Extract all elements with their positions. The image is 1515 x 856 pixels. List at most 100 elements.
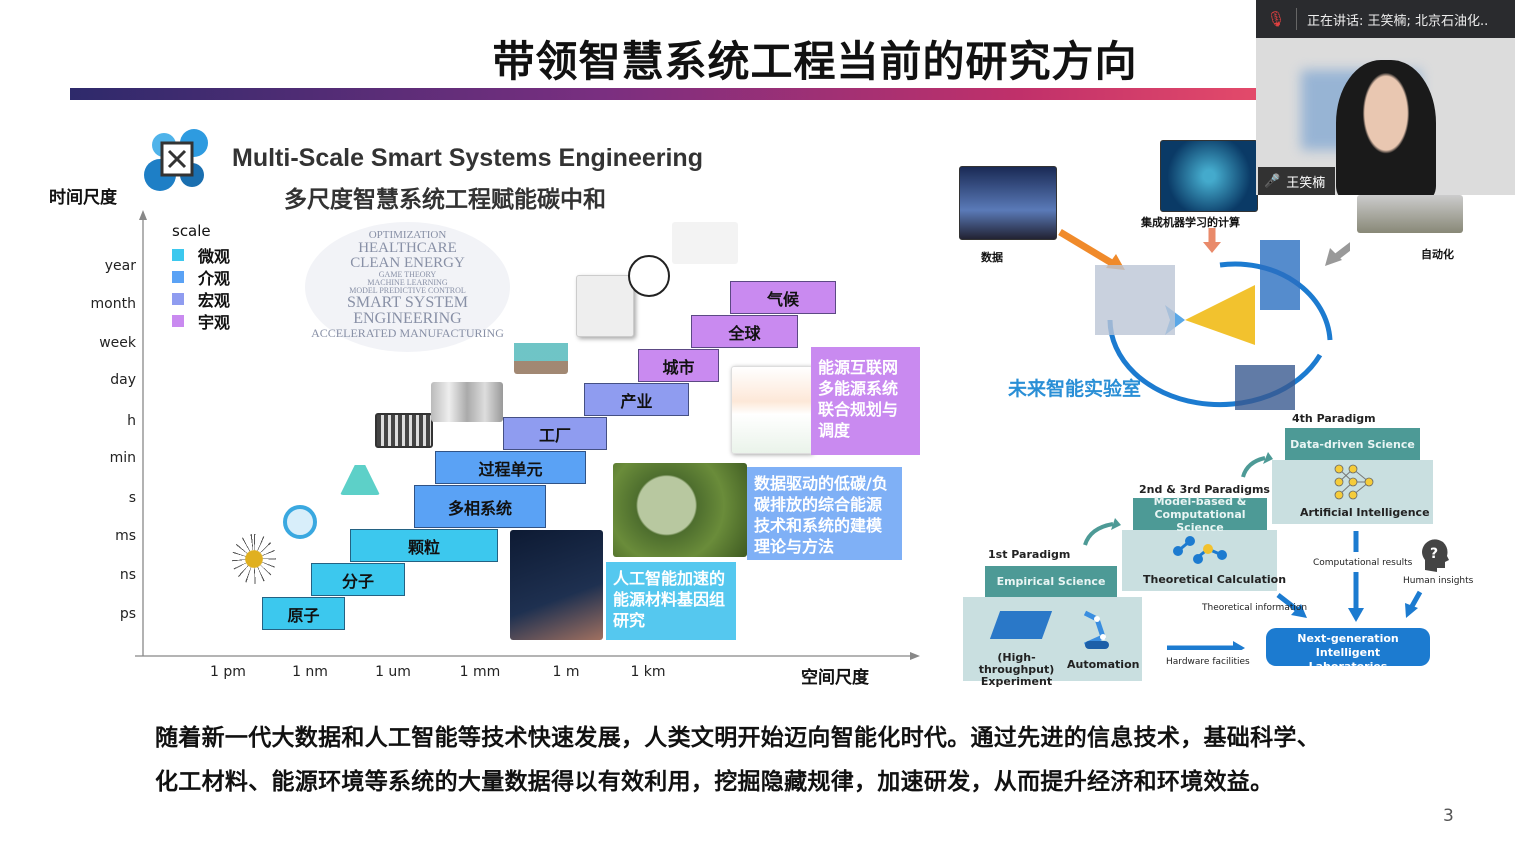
video-panel[interactable]: 🎙 正在讲话: 王笑楠; 北京石油化.. 🎤 王笑楠	[1256, 0, 1515, 195]
legend-item: 宏观	[172, 288, 230, 310]
space-axis-label: 空间尺度	[801, 668, 869, 688]
word: MACHINE LEARNING	[367, 278, 448, 287]
scale-step: 工厂	[503, 417, 607, 450]
theoretical-information-label: Theoretical information	[1202, 603, 1308, 613]
reactor-icon	[375, 413, 433, 448]
paradigm-4-label: 4th Paradigm	[1292, 412, 1376, 425]
time-tick: min	[109, 450, 136, 466]
experiment-label: (High-throughput) Experiment	[978, 651, 1055, 688]
energy-internet-box: 能源互联网多能源系统联合规划与调度	[811, 347, 920, 455]
paradigm-arrows	[1083, 452, 1423, 650]
time-tick: ns	[119, 567, 136, 583]
word: MODEL PREDICTIVE CONTROL	[349, 286, 466, 295]
word: ACCELERATED MANUFACTURING	[311, 326, 504, 340]
participant-video	[1336, 60, 1436, 195]
globe-icon	[628, 255, 670, 297]
divider	[1296, 8, 1297, 30]
multiscale-title: Multi-Scale Smart Systems Engineering	[232, 144, 703, 172]
space-tick: 1 um	[375, 664, 411, 680]
legend-swatch	[172, 271, 184, 283]
space-tick: 1 nm	[292, 664, 328, 680]
paradigm-1-label: 1st Paradigm	[988, 548, 1071, 561]
ml-network-image	[1160, 140, 1258, 212]
nanoparticle-icon	[232, 534, 276, 584]
ai-materials-image	[510, 530, 603, 640]
paradigm-23-label: 2nd & 3rd Paradigms	[1139, 483, 1270, 496]
mic-icon: 🎤	[1264, 173, 1281, 189]
legend-label: 介观	[198, 269, 231, 288]
legend-label: 宇观	[198, 313, 231, 332]
legend-item: 宇观	[172, 310, 230, 332]
robot-arm-icon	[1083, 610, 1109, 649]
datacenter-image	[959, 166, 1057, 240]
summary-line-2: 化工材料、能源环境等系统的大量数据得以有效利用，挖掘隐藏规律，加速研发，从而提升…	[155, 769, 1274, 795]
axes	[135, 210, 920, 660]
molecule-icon	[1173, 536, 1227, 564]
speaker-bar: 🎙 正在讲话: 王笑楠; 北京石油化..	[1256, 0, 1515, 38]
plate-icon	[989, 611, 1053, 639]
svg-text:?: ?	[1430, 546, 1438, 562]
word: HEALTHCARE	[358, 240, 457, 256]
maze-image	[613, 463, 747, 557]
automation-label: 自动化	[1421, 248, 1454, 261]
climate-map-image	[672, 222, 738, 264]
time-tick: ms	[115, 528, 136, 544]
time-axis-label: 时间尺度	[49, 188, 117, 208]
participant-tag: 🎤 王笑楠	[1258, 167, 1336, 195]
lab-diagram	[1058, 228, 1350, 410]
molecule-magnifier-icon	[283, 505, 317, 539]
legend-label: 微观	[198, 247, 231, 266]
scale-step: 过程单元	[435, 451, 586, 484]
theoretical-calculation-label: Theoretical Calculation	[1143, 573, 1287, 586]
title-underline	[70, 88, 1256, 100]
time-tick: day	[110, 372, 136, 388]
scale-step: 颗粒	[350, 529, 498, 562]
space-tick: 1 mm	[459, 664, 501, 680]
human-insights-label: Human insights	[1403, 576, 1474, 586]
page-number: 3	[1443, 806, 1454, 826]
time-tick: s	[128, 490, 136, 506]
time-tick: ps	[119, 606, 136, 622]
head-question-icon: ?	[1422, 539, 1449, 572]
data-label: 数据	[981, 251, 1003, 264]
legend: scale 微观介观宏观宇观	[172, 222, 230, 332]
scale-step: 全球	[691, 315, 798, 348]
legend-title: scale	[172, 222, 211, 240]
word-cloud: OPTIMIZATION HEALTHCARE CLEAN ENERGY GAM…	[305, 222, 510, 352]
legend-item: 微观	[172, 244, 230, 266]
ai-materials-box: 人工智能加速的能源材料基因组研究	[606, 562, 736, 640]
speaking-label: 正在讲话: 王笑楠; 北京石油化..	[1307, 13, 1489, 29]
time-tick: h	[127, 413, 136, 429]
neural-network-icon	[1334, 464, 1374, 500]
time-tick: week	[99, 335, 136, 351]
space-tick: 1 m	[552, 664, 580, 680]
word: SMART SYSTEM ENGINEERING	[347, 294, 468, 327]
mic-muted-icon[interactable]: 🎙	[1266, 10, 1286, 28]
data-driven-box: Data-driven Science	[1285, 428, 1420, 460]
time-tick: month	[90, 296, 136, 312]
factory-city-icon	[514, 330, 568, 374]
scale-step: 气候	[730, 281, 836, 314]
energy-layers-image	[731, 366, 813, 454]
legend-swatch	[172, 315, 184, 327]
legend-swatch	[172, 249, 184, 261]
slide-title: 带领智慧系统工程当前的研究方向	[492, 37, 1138, 86]
word: GAME THEORY	[378, 270, 437, 279]
word: CLEAN ENERGY	[350, 255, 465, 271]
empirical-panel	[963, 597, 1142, 681]
empirical-science-box: Empirical Science	[985, 566, 1117, 597]
scale-step: 城市	[638, 349, 719, 382]
multiscale-subtitle: 多尺度智慧系统工程赋能碳中和	[284, 187, 606, 213]
scale-step: 分子	[311, 563, 405, 596]
next-gen-labs-box: Next-generation Intelligent Laboratories	[1266, 628, 1430, 673]
logo-icon	[144, 129, 208, 191]
word: OPTIMIZATION	[368, 229, 447, 241]
legend-item: 介观	[172, 266, 230, 288]
scale-step: 原子	[262, 597, 345, 630]
low-carbon-box: 数据驱动的低碳/负碳排放的综合能源技术和系统的建模理论与方法	[747, 467, 902, 560]
automation-image	[1357, 195, 1463, 233]
hardware-facilities-label: Hardware facilities	[1166, 657, 1250, 667]
future-lab-label: 未来智能实验室	[1008, 378, 1142, 400]
legend-label: 宏观	[198, 291, 231, 310]
city-sketch-image	[576, 275, 634, 337]
